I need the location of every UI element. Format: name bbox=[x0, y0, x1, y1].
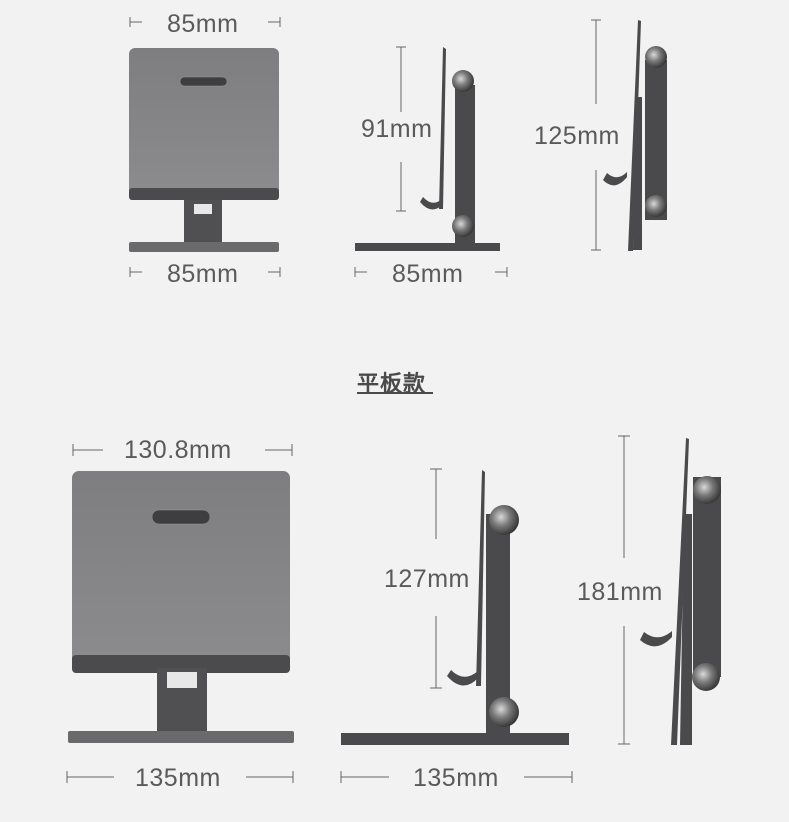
phone-side-height: 91mm bbox=[361, 115, 433, 143]
phone-stand-front bbox=[129, 48, 279, 252]
phone-folded-height: 125mm bbox=[534, 122, 620, 150]
tablet-front-base-width: 135mm bbox=[135, 764, 221, 792]
tablet-front-top-width: 130.8mm bbox=[124, 436, 232, 464]
title-underline bbox=[357, 392, 433, 394]
phone-front-top-width: 85mm bbox=[167, 10, 239, 38]
phone-side-base-width: 85mm bbox=[392, 260, 464, 288]
tablet-side-base-width: 135mm bbox=[413, 764, 499, 792]
tablet-folded-height: 181mm bbox=[577, 578, 663, 606]
tablet-side-height: 127mm bbox=[384, 565, 470, 593]
phone-front-base-width: 85mm bbox=[167, 260, 239, 288]
